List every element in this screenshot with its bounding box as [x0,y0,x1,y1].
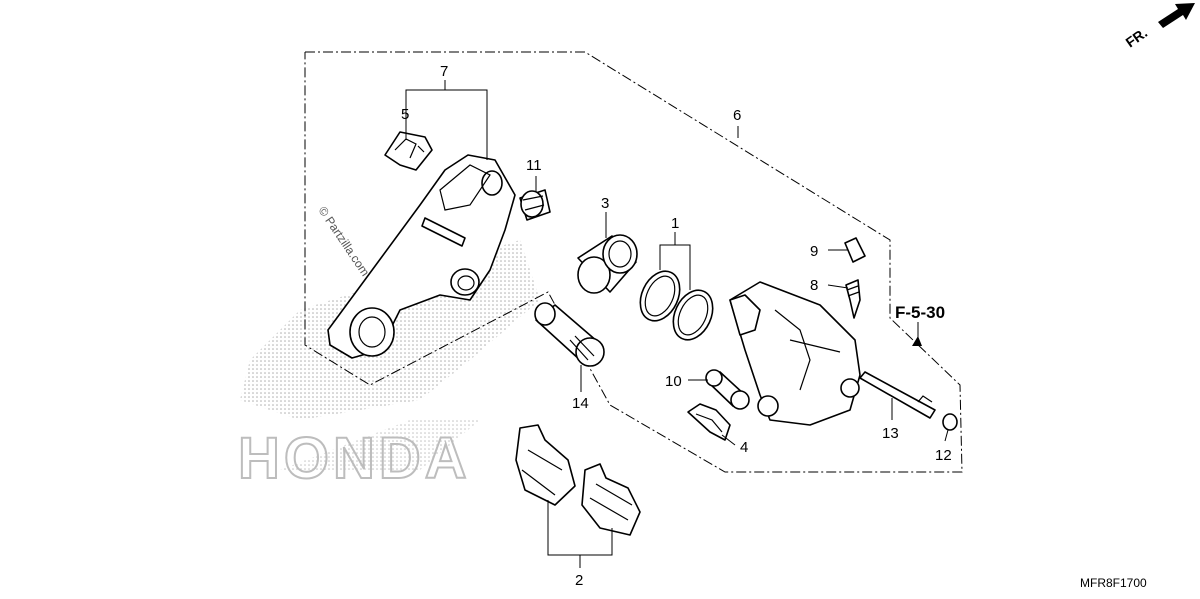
callout-1: 1 [671,215,679,232]
brake-pad-set [515,424,641,536]
pad-pin-plug [705,369,750,410]
boot [519,189,551,221]
pad-retainer [384,131,433,171]
callout-5: 5 [401,106,409,123]
assembly-boundary [304,51,963,473]
direction-label: FR. [1123,24,1151,50]
leader-lines [405,80,949,568]
pad-pin-retainer [942,413,958,431]
bleeder-cap [844,237,866,263]
seal-set [639,270,714,341]
caliper-bracket [327,154,516,359]
bleeder-screw [845,279,861,319]
brand-watermark: HONDA [238,426,471,491]
callout-13: 13 [882,425,899,442]
watermark: © Partzilla.com [316,204,373,279]
callout-8: 8 [810,277,818,294]
arrow-icon [1158,3,1195,28]
callout-10: 10 [665,373,682,390]
piston [577,234,638,294]
callout-12: 12 [935,447,952,464]
callout-3: 3 [601,195,609,212]
caliper-body [729,281,861,426]
callout-14: 14 [572,395,589,412]
front-direction-indicator: FR. [1123,3,1195,50]
pad-spring [687,403,731,441]
pin [859,371,936,419]
callout-4: 4 [740,439,748,456]
callout-9: 9 [810,243,818,260]
figure-code: MFR8F1700 [1080,576,1147,590]
callout-11: 11 [526,157,542,174]
pin-bolt [534,302,605,367]
callout-6: 6 [733,107,741,124]
callout-7: 7 [440,63,448,80]
reference-label: F-5-30 [895,303,945,322]
callout-2: 2 [575,572,583,589]
callout-labels: 7 5 11 6 3 1 9 8 10 14 4 13 12 2 [401,63,952,589]
